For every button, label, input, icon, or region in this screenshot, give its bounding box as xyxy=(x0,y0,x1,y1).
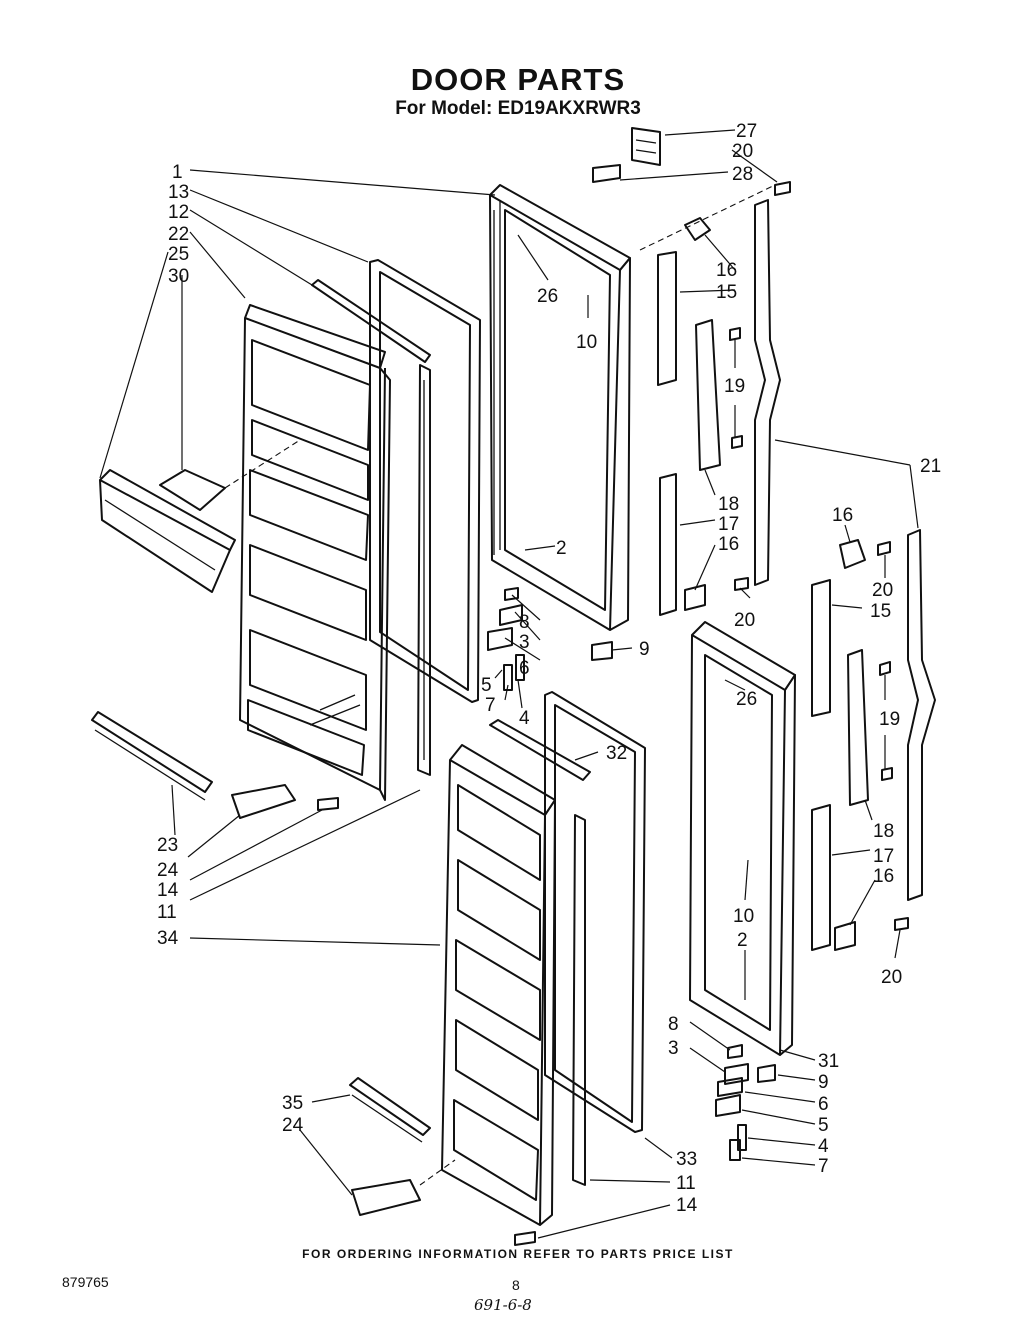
freezer-outer-door xyxy=(689,621,796,1056)
callout-1: 1 xyxy=(172,162,183,183)
fresh-food-outer-door xyxy=(489,184,631,631)
callout-17b: 17 xyxy=(873,846,894,867)
fresh-food-door-liner xyxy=(239,304,391,801)
upper-hinge-parts xyxy=(591,127,791,661)
door-shelf-23 xyxy=(91,711,213,801)
callout-22: 22 xyxy=(168,224,189,245)
plug-14b xyxy=(514,1231,536,1246)
callout-18a: 18 xyxy=(718,494,739,515)
callout-10a: 10 xyxy=(576,332,597,353)
callout-11b: 11 xyxy=(676,1173,696,1194)
callout-2a: 2 xyxy=(556,538,567,559)
freezer-door-gasket xyxy=(544,691,646,1133)
callout-20b: 20 xyxy=(734,610,755,631)
callout-13: 13 xyxy=(168,182,189,203)
callout-23: 23 xyxy=(157,835,178,856)
callout-11a: 11 xyxy=(157,902,177,923)
callout-numbers: 1 13 12 22 25 30 27 20 28 26 10 16 15 19… xyxy=(157,121,941,1216)
callout-9b: 9 xyxy=(818,1072,829,1093)
callout-8a: 8 xyxy=(519,612,530,633)
callout-5a: 5 xyxy=(481,675,492,696)
shelf-end-cap-24b xyxy=(351,1179,421,1216)
handwritten-note: 691-6-8 xyxy=(474,1296,532,1314)
callout-4a: 4 xyxy=(519,708,530,729)
callout-19a: 19 xyxy=(724,376,745,397)
callout-7a: 7 xyxy=(485,695,496,716)
callout-21: 21 xyxy=(920,456,941,477)
door-shelf-32 xyxy=(489,719,591,781)
callout-14b: 14 xyxy=(676,1195,698,1216)
callout-31: 31 xyxy=(818,1051,839,1072)
callout-24b: 24 xyxy=(282,1115,304,1136)
callout-6a: 6 xyxy=(519,658,530,679)
catalog-number: 879765 xyxy=(62,1274,109,1290)
callout-14a: 14 xyxy=(157,880,179,901)
fresh-food-door-gasket xyxy=(369,259,481,703)
callout-24a: 24 xyxy=(157,860,179,881)
leader-lines xyxy=(99,129,919,1239)
callout-19b: 19 xyxy=(879,709,900,730)
door-handle-21a xyxy=(754,199,781,586)
model-subtitle: For Model: ED19AKXRWR3 xyxy=(395,98,641,119)
callout-8b: 8 xyxy=(668,1014,679,1035)
callout-30: 30 xyxy=(168,266,189,287)
callout-20c: 20 xyxy=(872,580,893,601)
callout-15b: 15 xyxy=(870,601,891,622)
shelf-end-cap-24a xyxy=(231,784,296,819)
callout-6b: 6 xyxy=(818,1094,829,1115)
callout-16d: 16 xyxy=(873,866,894,887)
callout-35: 35 xyxy=(282,1093,303,1114)
callout-28: 28 xyxy=(732,164,753,185)
callout-12: 12 xyxy=(168,202,189,223)
callout-3b: 3 xyxy=(668,1038,679,1059)
breaker-strip-right xyxy=(572,814,586,1186)
callout-9a: 9 xyxy=(639,639,650,660)
breaker-strip-left xyxy=(417,364,431,776)
callout-3a: 3 xyxy=(519,632,530,653)
freezer-door-liner xyxy=(441,744,556,1226)
callout-34: 34 xyxy=(157,928,179,949)
callout-15a: 15 xyxy=(716,282,737,303)
callout-20d: 20 xyxy=(881,967,902,988)
callout-26b: 26 xyxy=(736,689,757,710)
callout-7b: 7 xyxy=(818,1156,829,1177)
freezer-hinge-parts xyxy=(715,539,909,1161)
plug-14a xyxy=(317,797,339,811)
page-title: DOOR PARTS xyxy=(410,62,626,97)
callout-4b: 4 xyxy=(818,1136,829,1157)
page-number: 8 xyxy=(512,1277,520,1293)
callout-33: 33 xyxy=(676,1149,697,1170)
callout-10b: 10 xyxy=(733,906,754,927)
callout-2b: 2 xyxy=(737,930,748,951)
door-shelf-35 xyxy=(349,1077,431,1143)
callout-32: 32 xyxy=(606,743,627,764)
ordering-note: FOR ORDERING INFORMATION REFER TO PARTS … xyxy=(302,1247,734,1261)
door-handle-21b xyxy=(907,529,936,901)
callout-25: 25 xyxy=(168,244,189,265)
callout-18b: 18 xyxy=(873,821,894,842)
callout-27: 27 xyxy=(736,121,757,142)
callout-16c: 16 xyxy=(832,505,853,526)
callout-17a: 17 xyxy=(718,514,739,535)
door-bin-25 xyxy=(99,469,236,593)
callout-5b: 5 xyxy=(818,1115,829,1136)
callout-16b: 16 xyxy=(718,534,739,555)
door-shelf-12 xyxy=(311,279,431,363)
callout-20a: 20 xyxy=(732,141,753,162)
callout-16a: 16 xyxy=(716,260,737,281)
callout-26a: 26 xyxy=(537,286,558,307)
